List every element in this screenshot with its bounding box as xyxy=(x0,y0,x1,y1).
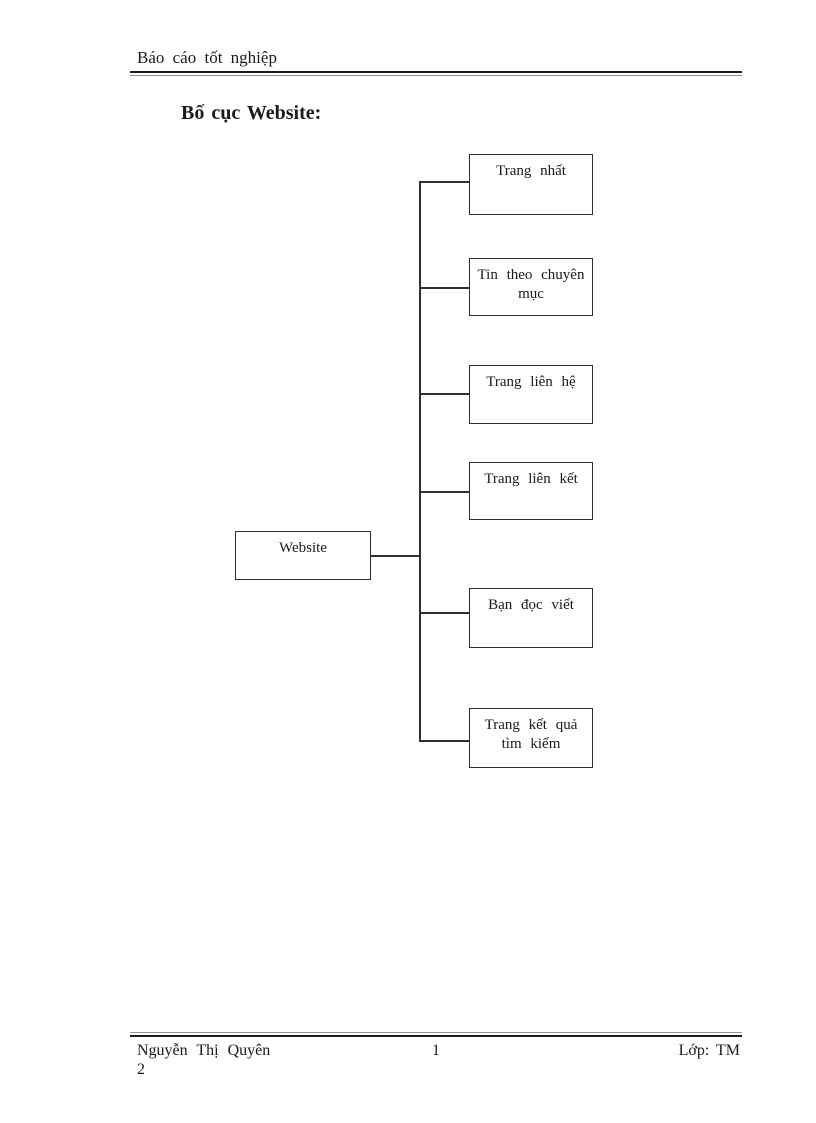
footer-page-number: 1 xyxy=(432,1042,440,1059)
root-connector-line xyxy=(371,555,419,557)
branch-line-6 xyxy=(419,740,469,742)
diagram-box-label: Bạn đọc viết xyxy=(488,597,574,613)
branch-line-3 xyxy=(419,393,469,395)
trunk-line xyxy=(419,181,421,742)
branch-line-5 xyxy=(419,612,469,614)
diagram-box-label: Website xyxy=(279,540,327,556)
diagram-box-label: Trang kết quả tìm kiếm xyxy=(484,717,578,752)
header-rule-thin xyxy=(130,75,742,76)
footer-class-label: Lớp: TM xyxy=(678,1042,740,1059)
header-rule-thick xyxy=(130,71,742,73)
footer-rule-thin xyxy=(130,1032,742,1033)
branch-line-4 xyxy=(419,491,469,493)
branch-line-1 xyxy=(419,181,469,183)
diagram-box-trang-nhat: Trang nhất xyxy=(469,154,593,215)
diagram-box-ban-doc-viet: Bạn đọc viết xyxy=(469,588,593,648)
diagram-box-label: Trang liên kết xyxy=(484,471,578,487)
diagram-box-label: Trang liên hệ xyxy=(486,374,576,390)
diagram-box-website: Website xyxy=(235,531,371,580)
diagram-box-trang-lien-ket: Trang liên kết xyxy=(469,462,593,520)
header-title: Báo cáo tốt nghiệp xyxy=(137,48,277,67)
branch-line-2 xyxy=(419,287,469,289)
diagram-box-trang-ket-qua-tim-kiem: Trang kết quả tìm kiếm xyxy=(469,708,593,768)
diagram-box-label: Tin theo chuyên mục xyxy=(477,267,585,302)
footer-author: Nguyễn Thị Quyên xyxy=(137,1042,271,1059)
section-title: Bố cục Website: xyxy=(181,102,322,124)
footer-second-line: 2 xyxy=(137,1061,145,1078)
diagram-box-label: Trang nhất xyxy=(496,163,566,179)
diagram-box-trang-lien-he: Trang liên hệ xyxy=(469,365,593,424)
footer-rule-thick xyxy=(130,1035,742,1037)
diagram-box-tin-theo-chuyen-muc: Tin theo chuyên mục xyxy=(469,258,593,316)
